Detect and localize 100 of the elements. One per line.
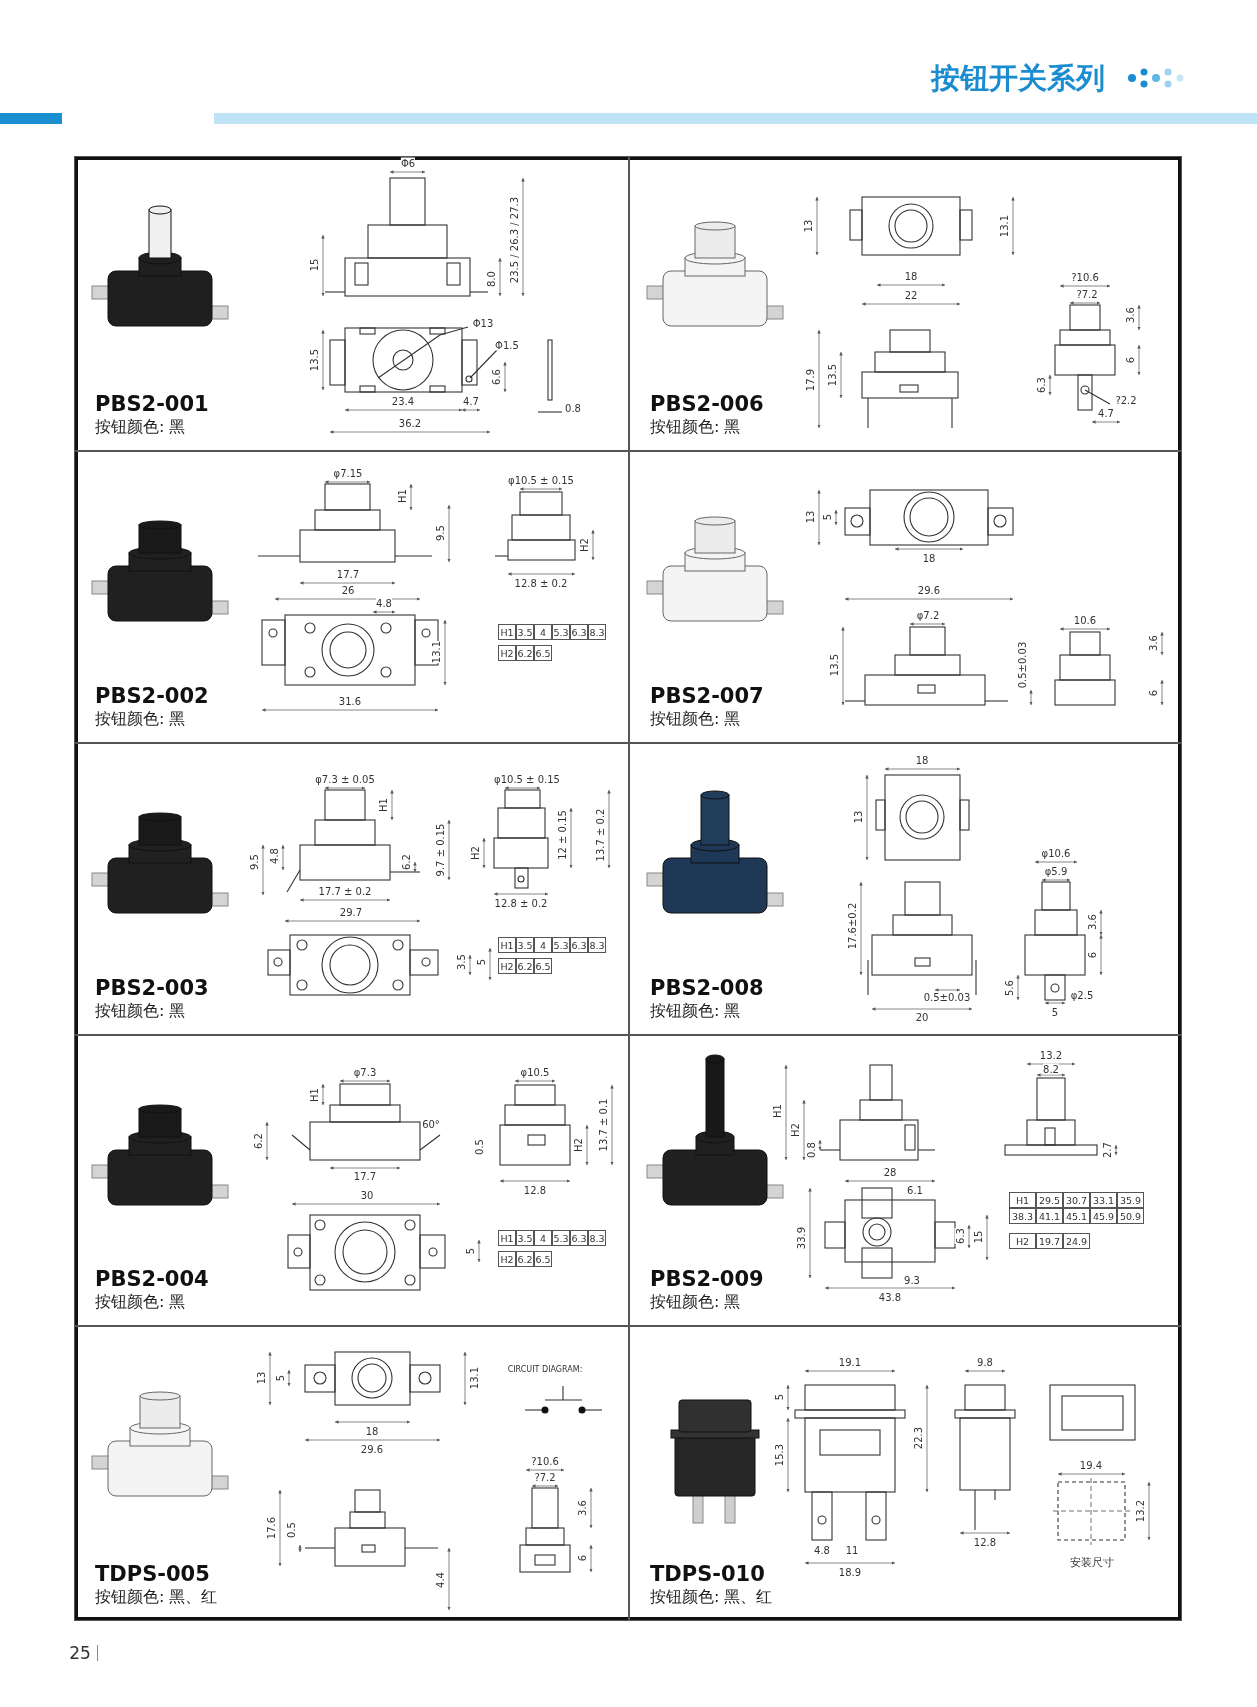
- table-cell: H2: [498, 958, 516, 974]
- dimension-label: 9.8: [977, 1356, 993, 1368]
- product-cell: [629, 1035, 1182, 1326]
- dimension-label: 22: [904, 289, 918, 301]
- dimension-label: 12.8 ± 0.2: [494, 897, 548, 909]
- table-cell: 5.3: [552, 1230, 570, 1246]
- dimension-label: 5: [773, 1393, 785, 1401]
- dimension-label: 13.1: [468, 1366, 480, 1390]
- dimension-label: ?7.2: [1076, 288, 1098, 300]
- dimension-label: 0.8: [805, 1142, 817, 1158]
- dimension-label: 9.3: [904, 1274, 920, 1286]
- dimension-label: φ7.3: [353, 1066, 377, 1078]
- dimension-label: 23.5 / 26.3 / 27.3: [508, 196, 520, 284]
- dimension-label: 3.6: [1086, 914, 1098, 930]
- dimension-label: 13.7 ± 0.2: [594, 808, 606, 862]
- dimension-label: 0.5±0.03: [923, 991, 971, 1003]
- dimension-label: 30: [360, 1189, 374, 1201]
- table-cell: 45.9: [1090, 1208, 1117, 1224]
- dimension-label: φ7.2: [916, 609, 940, 621]
- table-cell: 6.2: [516, 645, 534, 661]
- dimension-label: 17.7: [353, 1170, 377, 1182]
- table-cell: 29.5: [1036, 1192, 1063, 1208]
- dimension-label: 9.5: [434, 525, 446, 541]
- dimension-label: 13.5: [308, 348, 320, 372]
- dimension-label: 20: [915, 1011, 929, 1023]
- dimension-label: 6.3: [1035, 377, 1047, 393]
- diagram-caption: CIRCUIT DIAGRAM:: [507, 1363, 583, 1375]
- dimension-label: 3.5: [455, 954, 467, 970]
- dimension-label: ?10.6: [1071, 271, 1099, 283]
- color-note: 按钮颜色: 黑: [650, 417, 741, 438]
- dimension-label: ?10.6: [531, 1455, 559, 1467]
- table-cell: 33.1: [1090, 1192, 1117, 1208]
- table-cell: 6.2: [516, 1251, 534, 1267]
- color-note: 按钮颜色: 黑: [95, 1292, 186, 1313]
- dimension-label: ?7.2: [534, 1471, 556, 1483]
- dimension-label: φ10.6: [1041, 847, 1071, 859]
- table-cell: 3.5: [516, 937, 534, 953]
- table-cell: 6.3: [570, 624, 588, 640]
- dimension-label: 8.2: [1043, 1063, 1059, 1075]
- table-cell: 45.1: [1063, 1208, 1090, 1224]
- product-name: PBS2-002: [95, 684, 209, 708]
- dimension-label: 4.7: [1098, 407, 1114, 419]
- dimension-label: φ10.5: [520, 1066, 550, 1078]
- dimension-label: H1: [308, 1088, 320, 1102]
- dimension-label: 33.9: [795, 1226, 807, 1250]
- dimension-label: 0.5±0.03: [1016, 641, 1028, 689]
- dimension-label: H2: [578, 538, 590, 552]
- product-cell: [74, 451, 629, 743]
- table-cell: H1: [498, 1230, 516, 1246]
- dimension-label: 13: [852, 810, 864, 824]
- table-cell: H1: [1009, 1192, 1036, 1208]
- color-note: 按钮颜色: 黑: [95, 1001, 186, 1022]
- dimension-label: 11: [845, 1544, 859, 1556]
- dimension-label: 12.8: [523, 1184, 547, 1196]
- dimension-label: 8.0: [485, 271, 497, 287]
- dimension-label: 29.6: [917, 584, 941, 596]
- dimension-label: 13.2: [1039, 1049, 1063, 1061]
- dimension-label: 18: [922, 552, 936, 564]
- color-note: 按钮颜色: 黑: [95, 417, 186, 438]
- dimension-label: 13.1: [998, 214, 1010, 238]
- table-cell: 35.9: [1117, 1192, 1144, 1208]
- dimension-label: 43.8: [878, 1291, 902, 1303]
- table-cell: 50.9: [1117, 1208, 1144, 1224]
- table-cell: H1: [498, 624, 516, 640]
- dimension-label: 17.6: [265, 1516, 277, 1540]
- dimension-label: 26: [341, 584, 355, 596]
- table-cell: H2: [498, 645, 516, 661]
- dimension-label: 13.2: [1134, 1499, 1146, 1523]
- table-cell: 6.5: [534, 1251, 552, 1267]
- color-note: 按钮颜色: 黑: [95, 709, 186, 730]
- table-cell: 5.3: [552, 624, 570, 640]
- table-cell: 6.5: [534, 958, 552, 974]
- product-cell: [629, 451, 1182, 743]
- table-cell: 19.7: [1036, 1233, 1063, 1249]
- dimension-label: 4.8: [268, 848, 280, 864]
- series-title: 按钮开关系列: [931, 60, 1105, 96]
- dimension-label: 6.6: [490, 369, 502, 385]
- dimension-label: 6: [1086, 951, 1098, 959]
- dimension-label: Φ6: [400, 157, 416, 169]
- dimension-label: 6.2: [400, 854, 412, 870]
- dimension-label: 6.3: [954, 1228, 966, 1244]
- dimension-label: 5: [1051, 1006, 1059, 1018]
- color-note: 按钮颜色: 黑: [650, 709, 741, 730]
- table-cell: 6.5: [534, 645, 552, 661]
- dimension-label: 5: [475, 958, 487, 966]
- dimension-label: φ2.5: [1070, 989, 1094, 1001]
- dimension-label: H1: [377, 798, 389, 812]
- table-cell: 8.3: [588, 937, 606, 953]
- product-name: PBS2-003: [95, 976, 209, 1000]
- dimension-label: 6.2: [252, 1133, 264, 1149]
- product-cell: [629, 743, 1182, 1035]
- table-cell: 6.2: [516, 958, 534, 974]
- dimension-label: 3.6: [576, 1500, 588, 1516]
- dimension-label: 4.8: [814, 1544, 830, 1556]
- dimension-label: 23.4: [391, 395, 415, 407]
- dimension-label: 0.5: [285, 1522, 297, 1538]
- dimension-label: 18: [904, 270, 918, 282]
- table-cell: 3.5: [516, 1230, 534, 1246]
- product-name: PBS2-001: [95, 392, 209, 416]
- table-cell: 3.5: [516, 624, 534, 640]
